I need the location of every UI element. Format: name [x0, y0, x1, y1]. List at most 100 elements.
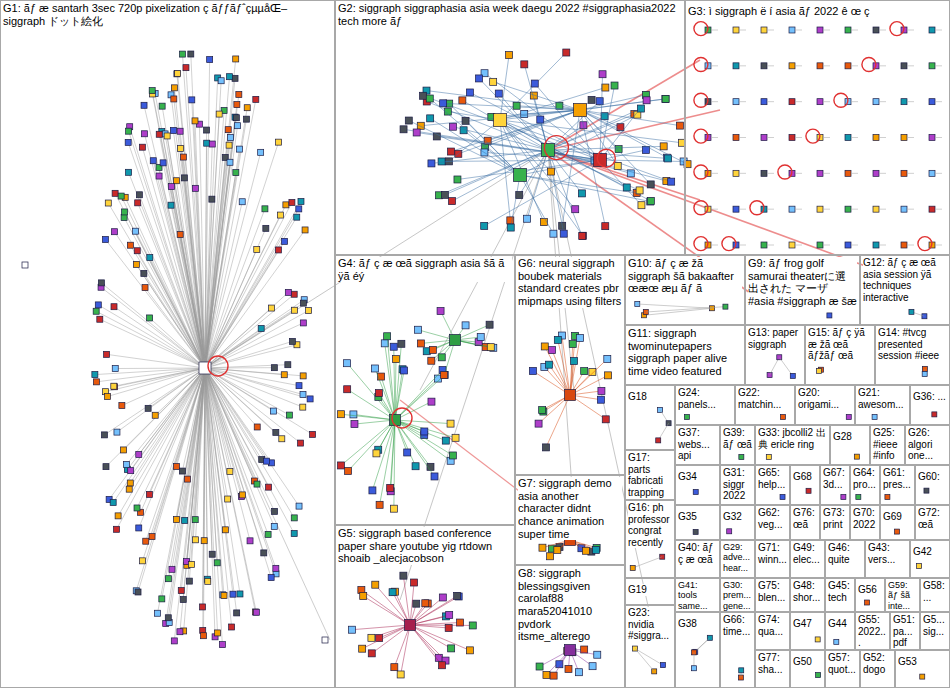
network-edge [205, 130, 207, 368]
network-vertex [368, 650, 375, 657]
group-panel: G75: blen... [755, 578, 790, 612]
group-panel: G14: #tvcg presented session #ieee [875, 325, 950, 385]
network-edge [395, 420, 456, 438]
network-edge [205, 368, 237, 613]
group-panel: G59: ãƒ šã inte... [885, 578, 920, 612]
network-vertex [322, 637, 328, 643]
network-vertex [594, 651, 601, 658]
network-vertex [789, 63, 795, 69]
network-edge [157, 368, 205, 613]
self-loop [694, 201, 708, 215]
network-vertex [429, 346, 436, 353]
network-vertex [865, 600, 870, 605]
network-vertex [232, 75, 238, 81]
group-panel: G19 [625, 578, 675, 605]
network-edge [341, 414, 395, 420]
network-vertex [127, 242, 133, 248]
network-edge [548, 114, 634, 150]
network-vertex [373, 450, 380, 457]
network-vertex [542, 444, 549, 451]
network-vertex [761, 135, 767, 141]
network-edge [205, 108, 247, 368]
network-vertex [920, 674, 925, 679]
group-panel: G45: tech [825, 578, 855, 612]
network-vertex [856, 495, 861, 500]
network-vertex [761, 27, 767, 33]
network-edge [879, 173, 886, 174]
network-edge [395, 370, 404, 420]
network-vertex [174, 71, 180, 77]
network-vertex [261, 550, 267, 556]
network-edge [205, 150, 548, 368]
network-edge [390, 420, 395, 488]
network-vertex [598, 387, 605, 394]
group-label: G51: pa... pdf [893, 614, 917, 649]
network-vertex [466, 89, 473, 96]
network-vertex [338, 462, 345, 469]
network-edge [426, 91, 580, 110]
group-label: G31: siggr 2022 [723, 467, 752, 502]
network-edge [410, 596, 457, 625]
network-vertex [298, 440, 304, 446]
network-vertex [817, 170, 823, 176]
network-edge [795, 65, 802, 66]
group-label: G21: awesom... [858, 387, 907, 410]
network-vertex [693, 489, 698, 494]
network-vertex [201, 538, 207, 544]
network-vertex [227, 159, 233, 165]
network-vertex [168, 184, 174, 190]
network-edge [205, 126, 237, 368]
group-label: G47 [793, 618, 812, 630]
network-edge [500, 120, 583, 236]
network-vertex [110, 499, 116, 505]
network-vertex [112, 366, 118, 372]
network-vertex [145, 405, 151, 411]
group-label: G55: 2022... [858, 614, 887, 649]
network-vertex [454, 176, 461, 183]
network-edge [739, 65, 746, 66]
network-edge [181, 368, 205, 591]
network-vertex [901, 206, 907, 212]
network-edge [354, 420, 395, 424]
network-vertex [438, 158, 445, 165]
group-label: G46: quite [828, 542, 862, 565]
group-label: G66: time... [723, 614, 752, 637]
network-edge [485, 73, 600, 160]
group-label: G50 [793, 656, 812, 668]
network-vertex [611, 82, 618, 89]
network-vertex [733, 27, 739, 33]
group-panel: G8: siggraph blessingsgiven carolaf88 ma… [515, 565, 625, 688]
group-label: G40: ãƒ ç æ œã [678, 542, 717, 565]
network-edge [150, 318, 205, 368]
network-vertex [761, 99, 767, 105]
network-vertex [615, 146, 622, 153]
network-vertex [540, 219, 547, 226]
network-edge [879, 30, 886, 31]
network-vertex [477, 334, 484, 341]
network-vertex [152, 412, 158, 418]
network-vertex [660, 663, 665, 668]
network-vertex [400, 126, 407, 133]
network-edge [159, 176, 205, 368]
network-vertex [593, 546, 600, 553]
network-edge [205, 202, 242, 368]
network-vertex [929, 63, 935, 69]
network-vertex [638, 202, 645, 209]
group-label: G19 [628, 584, 647, 596]
group-panel: G41: tools same... [675, 578, 720, 612]
network-vertex [400, 572, 407, 579]
network-edge [739, 245, 746, 246]
network-vertex [147, 255, 153, 261]
group-panel: G46: quite [825, 540, 865, 578]
group-panel: G16: ph professor congrat recently [625, 500, 675, 578]
group-panel: G32 [720, 505, 755, 540]
network-edge [823, 245, 830, 246]
network-vertex [460, 127, 467, 134]
network-edge [935, 137, 942, 138]
group-label: G13: paper siggraph [748, 327, 802, 350]
network-edge [907, 245, 914, 246]
network-vertex [563, 49, 570, 56]
network-vertex [446, 611, 453, 618]
network-vertex [306, 308, 312, 314]
